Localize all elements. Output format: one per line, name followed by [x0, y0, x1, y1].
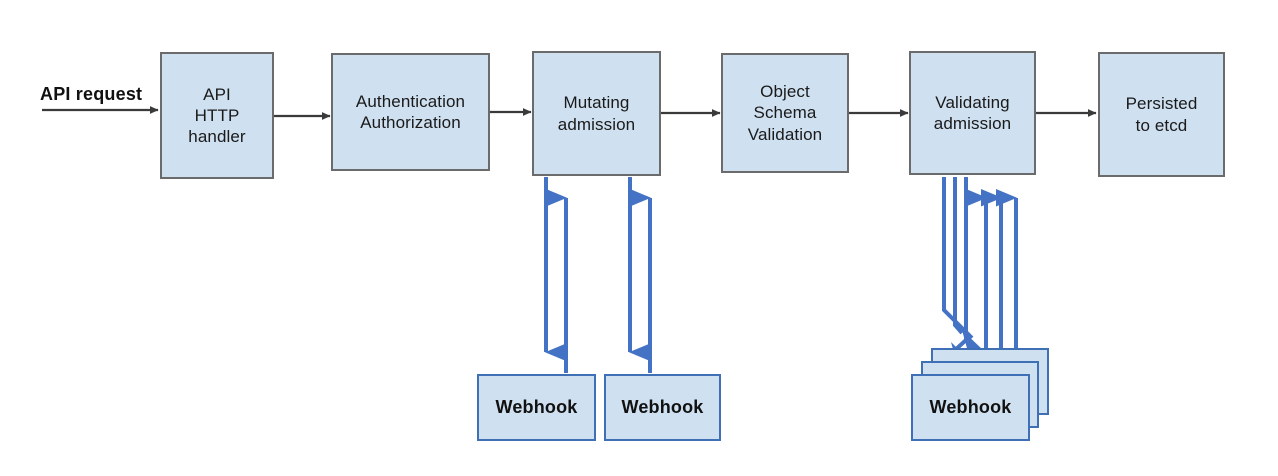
node-persisted-to-etcd[interactable]: Persisted to etcd	[1098, 52, 1225, 177]
webhook-label: Webhook	[495, 397, 578, 417]
node-authentication-authorization[interactable]: Authentication Authorization	[331, 53, 490, 171]
node-mutating-admission[interactable]: Mutating admission	[532, 51, 661, 176]
webhook-label: Webhook	[621, 397, 704, 417]
node-validating-admission[interactable]: Validating admission	[909, 51, 1036, 175]
node-label: Persisted to etcd	[1125, 94, 1198, 135]
node-label: Object Schema Validation	[747, 82, 823, 144]
arrow-validating-down-1	[942, 177, 983, 358]
node-api-http-handler[interactable]: API HTTP handler	[160, 52, 274, 179]
webhook-validating-front[interactable]: Webhook	[911, 374, 1030, 441]
node-label: API HTTP handler	[188, 84, 246, 147]
webhook-label: Webhook	[929, 397, 1012, 417]
node-object-schema-validation[interactable]: Object Schema Validation	[721, 53, 849, 173]
api-request-label: API request	[40, 84, 143, 104]
node-label: Mutating admission	[557, 93, 636, 134]
node-label: Authentication Authorization	[355, 91, 466, 132]
webhook-mutating-2[interactable]: Webhook	[604, 374, 721, 441]
node-label: Validating admission	[933, 92, 1012, 133]
webhook-mutating-1[interactable]: Webhook	[477, 374, 596, 441]
